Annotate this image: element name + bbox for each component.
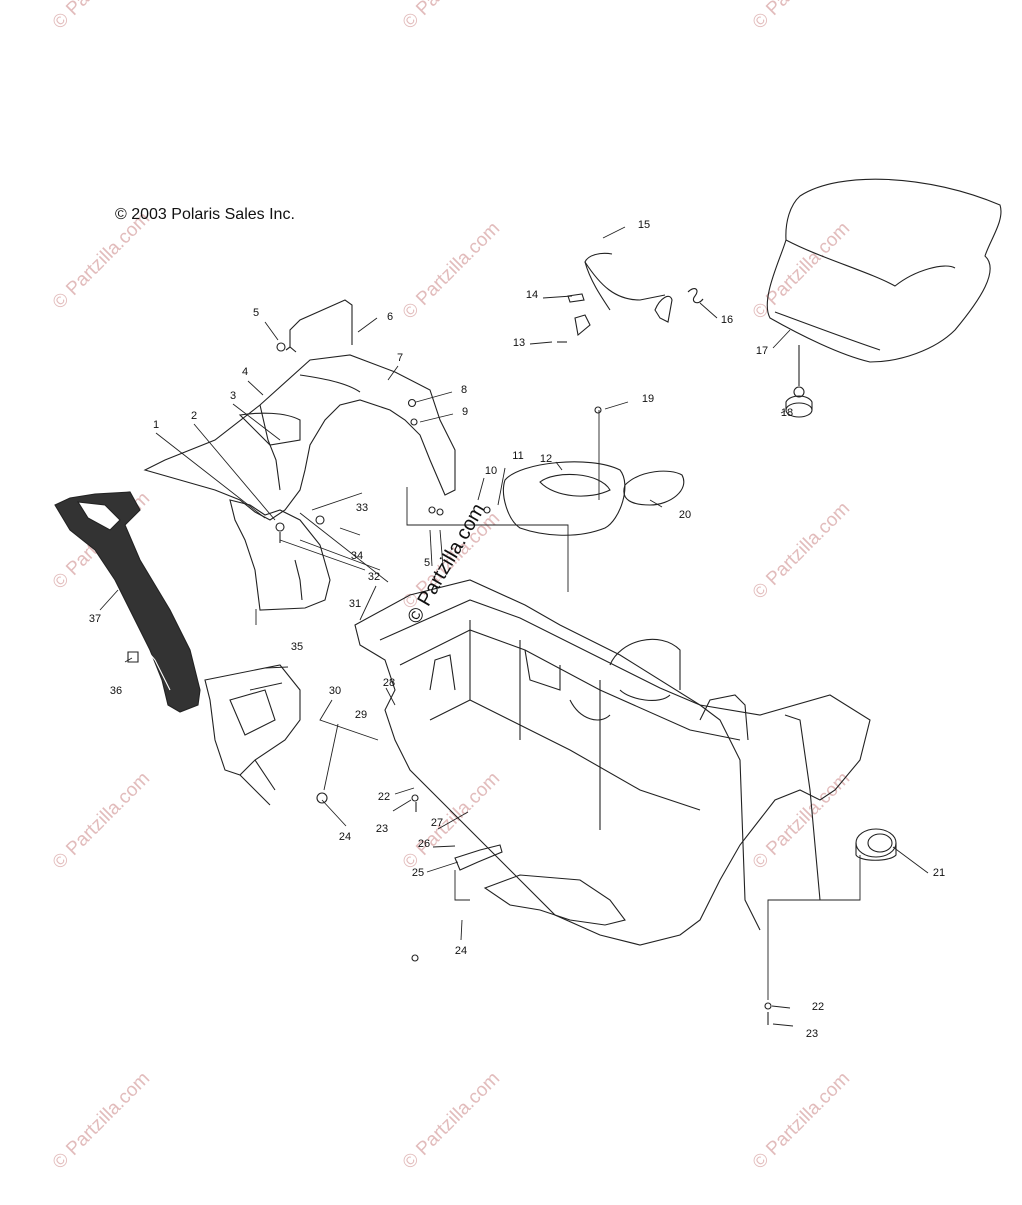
footrest-drawing (483, 874, 626, 926)
callout-label: 34 (351, 550, 363, 562)
callout-label: 3 (230, 390, 236, 402)
callout-label: 18 (781, 407, 793, 419)
watermark-text: © Partzilla.com (749, 498, 854, 603)
watermark-text: © Partzilla.com (749, 1068, 854, 1173)
callout-label: 5 (424, 557, 430, 569)
center-watermark: © Partzilla.com (403, 500, 489, 628)
callout-label: 27 (431, 817, 443, 829)
callout-label: 15 (638, 219, 650, 231)
callout-label: 17 (756, 345, 768, 357)
watermark-text: © Partzilla.com (749, 0, 854, 34)
footwell-drawing (204, 664, 301, 776)
watermark-text: © Partzilla.com (49, 0, 154, 34)
rear-fender-drawing (229, 499, 331, 611)
callout-label: 19 (642, 393, 654, 405)
callout-label: 8 (461, 384, 467, 396)
watermark-text: © Partzilla.com (399, 0, 504, 34)
callout-label: 36 (110, 685, 122, 697)
callout-label: 9 (462, 406, 468, 418)
callout-label: 4 (242, 366, 248, 378)
callout-label: 13 (513, 337, 525, 349)
callout-label: 1 (153, 419, 159, 431)
callout-label: 33 (356, 502, 368, 514)
watermark-text: © Partzilla.com (49, 1068, 154, 1173)
callout-label: 21 (933, 867, 945, 879)
callout-label: 10 (485, 465, 497, 477)
callout-label: 24 (455, 945, 467, 957)
callout-label: 24 (339, 831, 351, 843)
callout-label: 26 (418, 838, 430, 850)
watermark-text: © Partzilla.com (399, 1068, 504, 1173)
callout-label: 23 (376, 823, 388, 835)
callout-label: 22 (378, 791, 390, 803)
bracket-drawing (454, 844, 503, 871)
callout-label: 11 (512, 450, 523, 462)
storage-box-drawing (502, 461, 626, 536)
callout-label: 5 (253, 307, 259, 319)
line-art (54, 178, 1002, 1025)
callout-label: 31 (349, 598, 361, 610)
callout-label: 37 (89, 613, 101, 625)
storage-lid-drawing (623, 470, 685, 506)
seat-latch-drawing (584, 252, 666, 301)
leader-lines (99, 226, 929, 1027)
callout-label: 28 (383, 677, 395, 689)
callout-label: 7 (397, 352, 403, 364)
callout-label: 29 (355, 709, 367, 721)
watermark-text: © Partzilla.com (749, 768, 854, 873)
callout-label: 2 (191, 410, 197, 422)
front-fender-drawing (54, 491, 201, 713)
callout-label: 35 (291, 641, 303, 653)
watermark-text: © Partzilla.com (749, 218, 854, 323)
callout-label: 30 (329, 685, 341, 697)
callout-label: 6 (387, 311, 393, 323)
callout-label: 16 (721, 314, 733, 326)
callout-label: 23 (806, 1028, 818, 1040)
callout-label: 20 (679, 509, 691, 521)
watermark-layer: © Partzilla.com © Partzilla.com © Partzill… (49, 0, 854, 1174)
copyright-notice: © 2003 Polaris Sales Inc. (115, 206, 295, 223)
center-watermark-layer: © Partzilla.com (403, 500, 489, 628)
rack-handle-drawing (289, 299, 353, 347)
callout-label: 14 (526, 289, 538, 301)
callout-label: 32 (368, 571, 380, 583)
rear-cab-drawing (143, 354, 456, 521)
hub-drawing (855, 828, 897, 858)
watermark-text: © Partzilla.com (49, 768, 154, 873)
callout-label: 25 (412, 867, 424, 879)
watermark-text: © Partzilla.com (399, 218, 504, 323)
frame-drawing (354, 579, 871, 946)
callout-label: 22 (812, 1001, 824, 1013)
callout-label: 12 (540, 453, 552, 465)
seat-drawing (766, 178, 1002, 363)
